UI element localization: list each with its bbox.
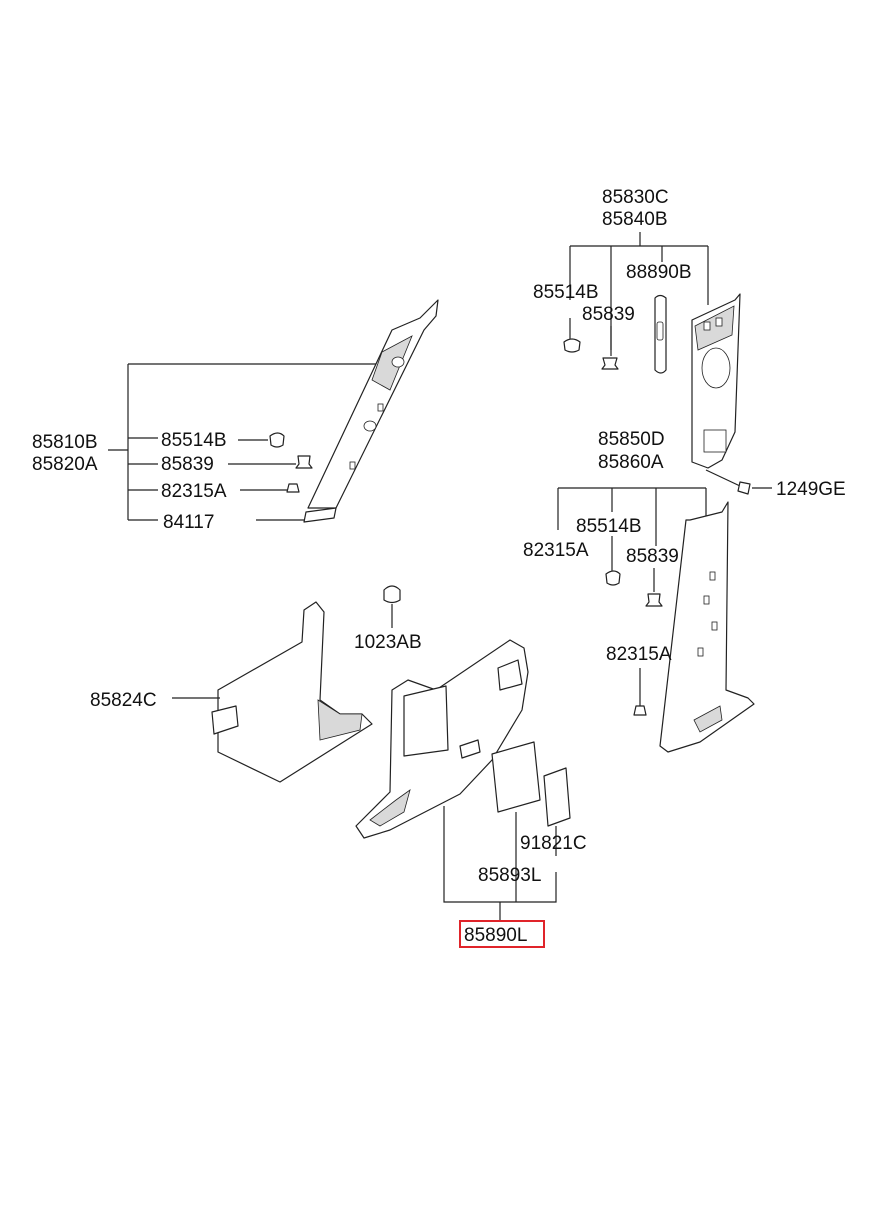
lower-pillar-trim [659,501,755,753]
clip-85839-top [601,357,619,370]
label-85890l: 85890L [464,925,527,946]
label-85820a: 85820A [32,454,98,475]
clip-85839-mid [645,593,663,607]
clip-82315a-left [286,483,300,493]
label-85860a: 85860A [598,452,664,473]
clip-85514b-left [269,432,285,448]
label-88890b: 88890B [626,262,692,283]
label-85840b: 85840B [602,209,668,230]
label-82315a-low: 82315A [606,644,672,665]
a-pillar-trim-group: 85810B 85820A 85514B 85839 82315A 84117 [32,299,439,533]
label-1023ab: 1023AB [354,632,422,653]
label-85824c: 85824C [90,690,157,711]
label-85514b-mid: 85514B [576,516,642,537]
screw-1249ge [737,481,751,495]
cowl-side-trim-85824c [217,601,373,783]
label-85514b-top: 85514B [533,282,599,303]
label-82315a-mid: 82315A [523,540,589,561]
kick-panel-group: 91821C 85893L 85890L [355,639,587,948]
label-85839-left: 85839 [161,454,214,475]
a-pillar-trim [307,299,439,509]
clip-85839-left [295,455,313,469]
label-84117: 84117 [163,512,214,533]
label-85830c: 85830C [602,187,669,208]
clip-1023ab [383,585,401,604]
clip-85514b-top [563,338,581,353]
label-91821c: 91821C [520,833,587,854]
label-85850d: 85850D [598,429,665,450]
highlight-box-85890l [459,920,545,948]
label-1249ge: 1249GE [776,479,846,500]
upper-pillar-trim-group: 85830C 85840B 85514B 85839 88890B 1249GE [533,187,846,500]
part-84117 [303,507,337,523]
label-82315a-left: 82315A [161,481,227,502]
label-85839-top: 85839 [582,304,635,325]
cowl-side-trim-group: 85824C [90,601,373,783]
pad-91821c [543,767,571,827]
label-85810b: 85810B [32,432,98,453]
label-85514b-left: 85514B [161,430,227,451]
plate-85893l [491,741,541,813]
clip-82315a-low [633,705,647,716]
lower-pillar-trim-group: 85850D 85860A 82315A 85514B 85839 82315A [523,429,755,753]
label-85893l: 85893L [478,865,541,886]
label-85839-mid: 85839 [626,546,679,567]
clip-1023ab-group: 1023AB [354,585,422,653]
clip-85514b-mid [605,570,621,586]
